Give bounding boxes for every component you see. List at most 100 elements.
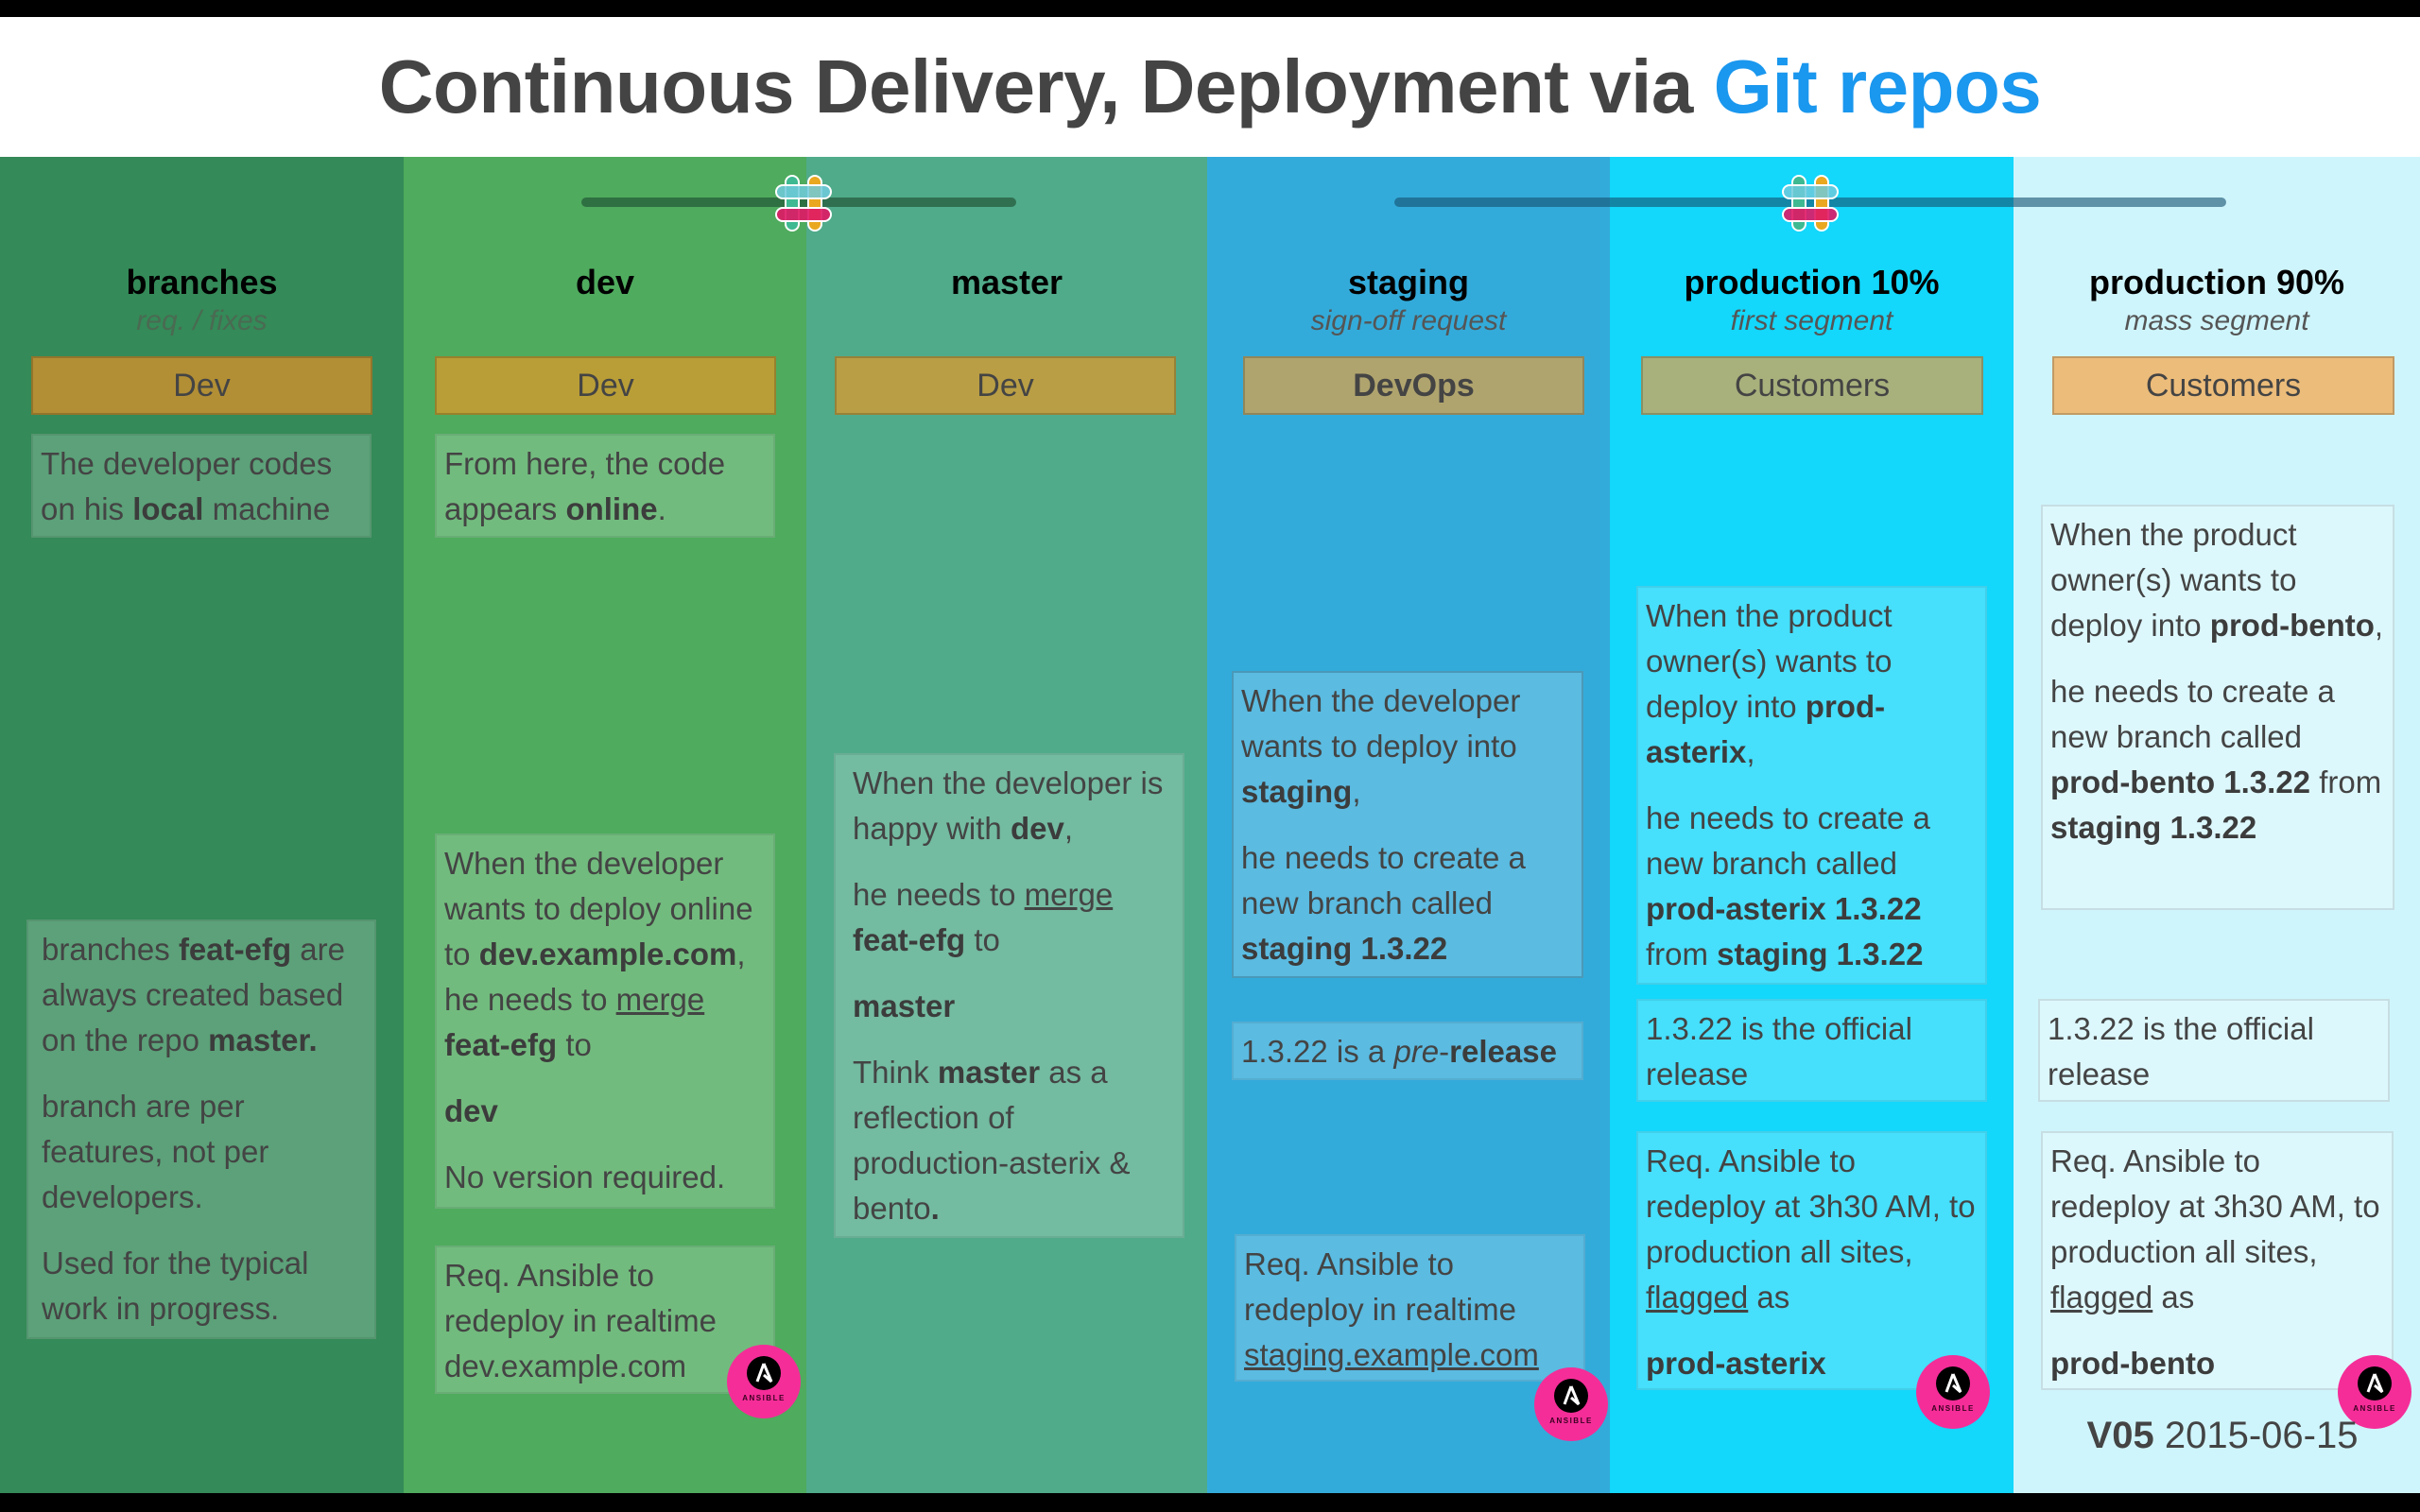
box-paragraph: Req. Ansible to redeploy in realtime sta… [1244,1242,1576,1378]
text-run: Req. Ansible to redeploy in realtime [1244,1246,1516,1327]
text-run: When the product owner(s) wants to deplo… [1646,598,1893,724]
box-paragraph: When the developer is happy with dev, [853,761,1166,851]
column-master: master Dev When the developer is happy w… [806,157,1207,1493]
column-title: branches [126,263,278,301]
role-badge: Dev [435,356,776,415]
text-run: from [2310,765,2382,799]
role-badge: Dev [835,356,1176,415]
box-paragraph: dev [444,1089,766,1134]
text-run: machine [203,491,331,526]
box-paragraph: branches feat-efg are always created bas… [42,927,361,1063]
info-box: When the developer is happy with dev, he … [834,753,1184,1238]
bold-text: release [1449,1034,1557,1069]
column-subtitle: mass segment [2124,305,2309,336]
text-run: , he needs to [444,936,746,1017]
box-paragraph: Think master as a reflection of producti… [853,1050,1166,1231]
column-production-90: production 90% mass segment Customers Wh… [2014,157,2420,1493]
ansible-label: ANSIBLE [1931,1404,1975,1413]
title-accent: Git repos [1713,44,2042,129]
bold-text: feat-efg [178,932,292,967]
bold-text: dev.example.com [478,936,737,971]
text-run: are always created based on the repo [42,932,345,1057]
version-stamp: V05 2015-06-15 [2066,1415,2378,1457]
ansible-label: ANSIBLE [1549,1417,1593,1425]
box-paragraph: 1.3.22 is the official release [1646,1006,1978,1097]
top-border [0,0,2420,17]
box-paragraph: prod-asterix [1646,1341,1978,1386]
text-run: The developer codes on his [41,446,333,526]
text-run: he needs to create a new branch called [2050,674,2335,754]
bold-text: prod-asterix 1.3.22 [1646,891,1922,926]
box-paragraph: 1.3.22 is the official release [2048,1006,2380,1097]
bold-text: staging [1241,774,1353,809]
text-run: he needs to [853,877,1025,912]
bold-text: . [930,1191,940,1226]
text-run: as [2152,1280,2195,1314]
bold-text: master. [208,1022,318,1057]
info-box: branches feat-efg are always created bas… [26,919,376,1339]
box-paragraph: When the developer wants to deploy into … [1241,679,1574,815]
box-paragraph: he needs to merge feat-efg to [853,872,1166,963]
bold-text: prod-bento [2209,608,2375,643]
text-run: he needs to create a new branch called [1241,840,1526,920]
ansible-icon: ANSIBLE [727,1345,801,1418]
text-run: branch are per features, not per develop… [42,1089,269,1214]
bold-text: prod-bento 1.3.22 [2050,765,2311,799]
bold-text: prod-asterix [1646,1346,1826,1381]
bold-text: master [937,1055,1041,1090]
text-run: When the developer is happy with [853,765,1164,846]
italic-text: pre [1393,1034,1440,1069]
ansible-icon: ANSIBLE [1534,1367,1608,1441]
box-paragraph: branch are per features, not per develop… [42,1084,361,1220]
text-run: From here, the code appears [444,446,726,526]
text-run: as a reflection of production-asterix & … [853,1055,1131,1226]
box-paragraph: Req. Ansible to redeploy at 3h30 AM, to … [1646,1139,1978,1320]
header: Continuous Delivery, Deployment via Git … [0,17,2420,157]
box-paragraph: Req. Ansible to redeploy in realtime dev… [444,1253,766,1389]
column-staging: staging sign-off request DevOps When the… [1207,157,1610,1493]
bold-text: prod-asterix [1646,689,1886,769]
text-run: , [1352,774,1361,809]
box-paragraph: When the product owner(s) wants to deplo… [1646,593,1978,775]
column-title: production 10% [1684,263,1940,301]
role-badge: Dev [31,356,372,415]
slack-icon [1779,172,1841,234]
column-title: production 90% [2088,263,2345,301]
text-run: to [557,1027,592,1062]
text-run: as [1748,1280,1790,1314]
text-run: from [1646,936,1718,971]
title-main: Continuous Delivery, Deployment via [378,44,1694,129]
text-run: When the product owner(s) wants to deplo… [2050,517,2297,643]
info-box: The developer codes on his local machine [31,434,372,538]
box-paragraph: prod-bento [2050,1341,2384,1386]
box-paragraph: master [853,984,1166,1029]
bold-text: local [132,491,204,526]
info-box: Req. Ansible to redeploy in realtime sta… [1235,1234,1585,1382]
slack-icon [772,172,835,234]
column-branches: branches req. / fixes Dev The developer … [0,157,404,1493]
bold-text: online [565,491,658,526]
bold-text: dev [1010,811,1064,846]
info-box: 1.3.22 is the official release [1636,999,1987,1102]
box-paragraph: From here, the code appears online. [444,441,766,532]
text-run: , [2374,608,2384,643]
text-run: - [1439,1034,1450,1069]
column-dev: dev Dev From here, the code appears onli… [404,157,806,1493]
text-run: When the developer wants to deploy into [1241,683,1521,764]
text-run: branches [42,932,179,967]
version-date: 2015-06-15 [2164,1415,2359,1456]
info-box: When the product owner(s) wants to deplo… [1636,586,1987,985]
box-paragraph: he needs to create a new branch called p… [1646,796,1978,977]
info-box: From here, the code appears online. [435,434,775,538]
text-run: he needs to create a new branch called [1646,800,1930,881]
box-paragraph: he needs to create a new branch called p… [2050,669,2385,850]
box-paragraph: When the developer wants to deploy onlin… [444,841,766,1068]
info-box: 1.3.22 is the official release [2038,999,2390,1102]
bold-text: staging 1.3.22 [1241,931,1448,966]
bold-text: dev [444,1093,498,1128]
column-subtitle: req. / fixes [136,305,268,336]
info-box: When the product owner(s) wants to deplo… [2041,505,2394,910]
bold-text: feat-efg [444,1027,558,1062]
role-badge: DevOps [1243,356,1584,415]
info-box: When the developer wants to deploy into … [1232,671,1583,978]
